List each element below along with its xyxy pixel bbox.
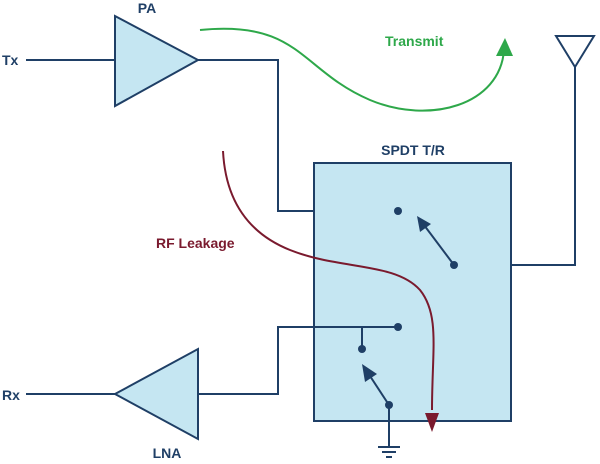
spdt-switch-box xyxy=(313,162,512,422)
transmit-arrow xyxy=(199,27,505,112)
rx-label: Rx xyxy=(2,387,20,403)
lna-input-wire xyxy=(198,326,398,395)
transmit-arrowhead xyxy=(496,38,513,56)
shunt-switch-arm xyxy=(369,375,390,406)
transmit-label: Transmit xyxy=(385,33,444,49)
shunt-switch-arrowhead xyxy=(362,364,377,382)
shunt-contact xyxy=(358,345,366,353)
ground-icon xyxy=(378,446,400,458)
spdt-label: SPDT T/R xyxy=(381,142,445,158)
rf-leakage-label: RF Leakage xyxy=(156,235,235,251)
rf-leakage-arrowhead xyxy=(425,413,439,432)
antenna-icon xyxy=(554,35,596,69)
tr-switch-arrowhead xyxy=(417,216,431,232)
lna-label: LNA xyxy=(153,445,182,461)
tr-switch-arm xyxy=(423,224,455,266)
pa-amplifier-icon xyxy=(114,14,201,108)
tx-label: Tx xyxy=(2,52,19,68)
lna-amplifier-icon xyxy=(112,347,199,441)
pa-label: PA xyxy=(138,0,156,16)
rf-leakage-arrow xyxy=(222,150,435,411)
tx-contact xyxy=(394,207,402,215)
